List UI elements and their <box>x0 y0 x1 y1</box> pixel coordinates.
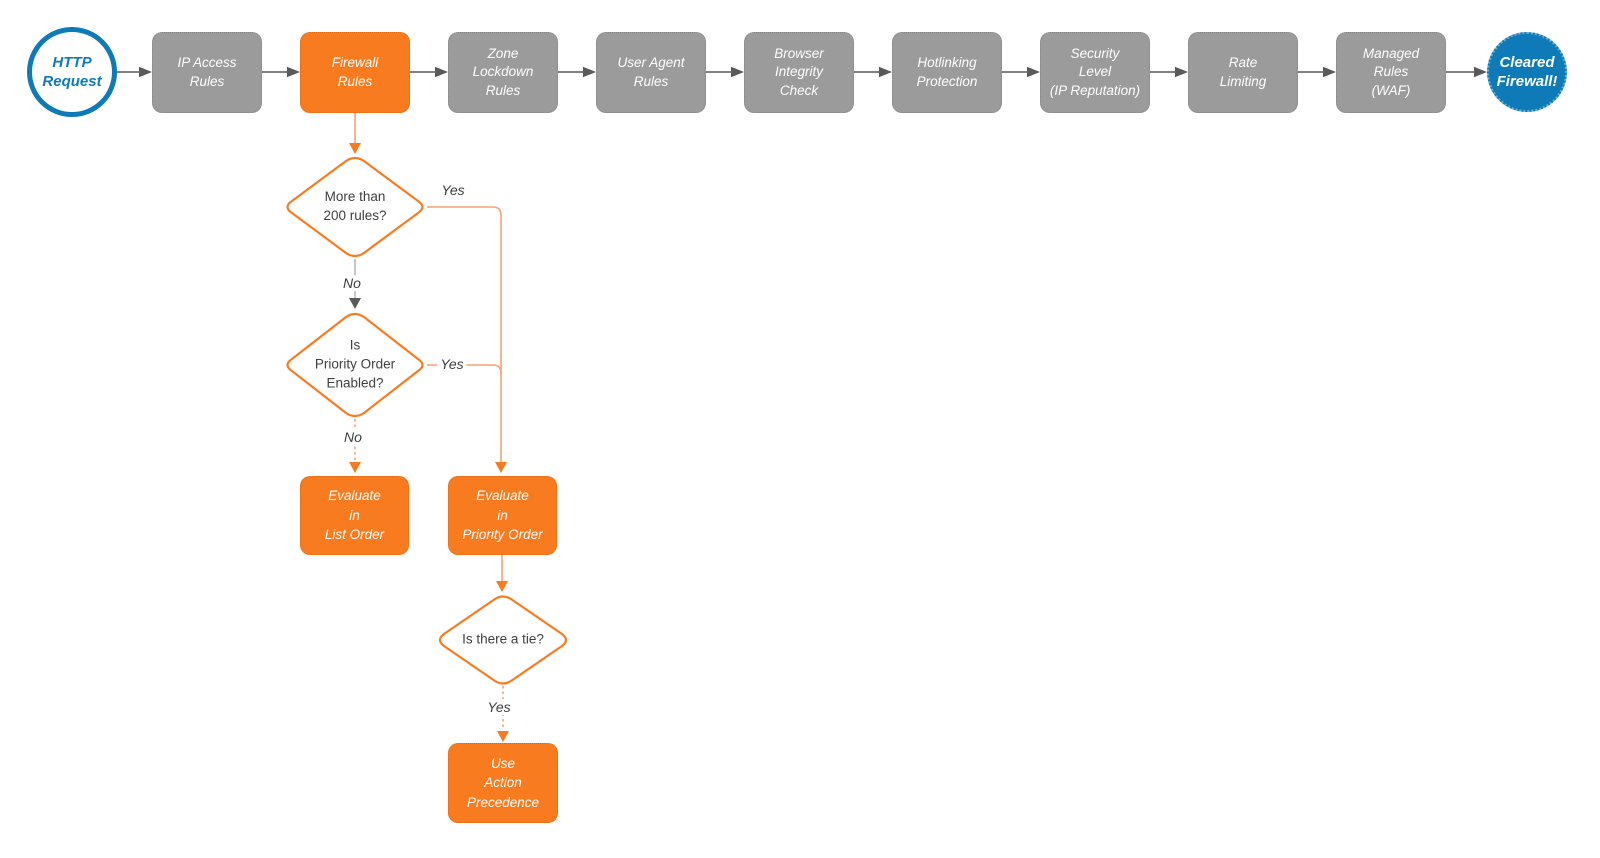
node-http-request: HTTP Request <box>27 27 117 117</box>
edge-yes-more-than-200 <box>427 206 502 462</box>
arrowhead-cleared <box>1474 66 1487 78</box>
decision-more-than-200-label: More than 200 rules? <box>323 189 387 223</box>
arrowhead-hotlinking <box>879 66 892 78</box>
decision-priority-order-label: Is Priority Order Enabled? <box>314 337 396 391</box>
arrowhead-decision2 <box>349 298 361 309</box>
node-user-agent-rules: User Agent Rules <box>596 32 706 113</box>
node-hotlinking-protection: Hotlinking Protection <box>892 32 1002 113</box>
decision-tie-shape <box>438 595 568 685</box>
arrowhead-decision3 <box>496 581 508 592</box>
node-evaluate-priority-order: Evaluate in Priority Order <box>448 476 557 555</box>
node-ip-access-rules: IP Access Rules <box>152 32 262 113</box>
node-rate-limiting: Rate Limiting <box>1188 32 1298 113</box>
edge-yes-priority-enabled <box>427 364 502 374</box>
node-managed-rules-waf: Managed Rules (WAF) <box>1336 32 1446 113</box>
edge-label-yes-1: Yes <box>438 182 468 198</box>
node-browser-integrity-check: Browser Integrity Check <box>744 32 854 113</box>
edge-label-yes-3: Yes <box>484 699 514 715</box>
decision-priority-order-shape <box>286 312 424 418</box>
arrowhead-zone-lockdown <box>435 66 448 78</box>
arrowhead-decision1 <box>349 143 361 154</box>
decision-more-than-200-shape <box>286 156 424 258</box>
node-use-action-precedence: Use Action Precedence <box>448 743 558 823</box>
arrowhead-rate-limiting <box>1175 66 1188 78</box>
edge-label-no-1: No <box>340 275 364 291</box>
node-cleared-firewall: Cleared Firewall! <box>1487 32 1567 112</box>
arrowhead-priority-order-box <box>495 462 507 473</box>
edge-label-yes-2: Yes <box>437 356 467 372</box>
node-security-level: Security Level (IP Reputation) <box>1040 32 1150 113</box>
arrowhead-precedence-box <box>497 731 509 742</box>
arrowhead-firewall <box>287 66 300 78</box>
decision-tie-label: Is there a tie? <box>462 631 544 647</box>
arrowhead-browser-integrity <box>731 66 744 78</box>
arrowhead-ip-access <box>139 66 152 78</box>
arrowhead-security-level <box>1027 66 1040 78</box>
node-evaluate-list-order: Evaluate in List Order <box>300 476 409 555</box>
arrowhead-user-agent <box>583 66 596 78</box>
node-zone-lockdown-rules: Zone Lockdown Rules <box>448 32 558 113</box>
arrowhead-managed-rules <box>1323 66 1336 78</box>
node-firewall-rules: Firewall Rules <box>300 32 410 113</box>
arrowhead-list-order-box <box>349 462 361 473</box>
edge-label-no-2: No <box>341 429 365 445</box>
